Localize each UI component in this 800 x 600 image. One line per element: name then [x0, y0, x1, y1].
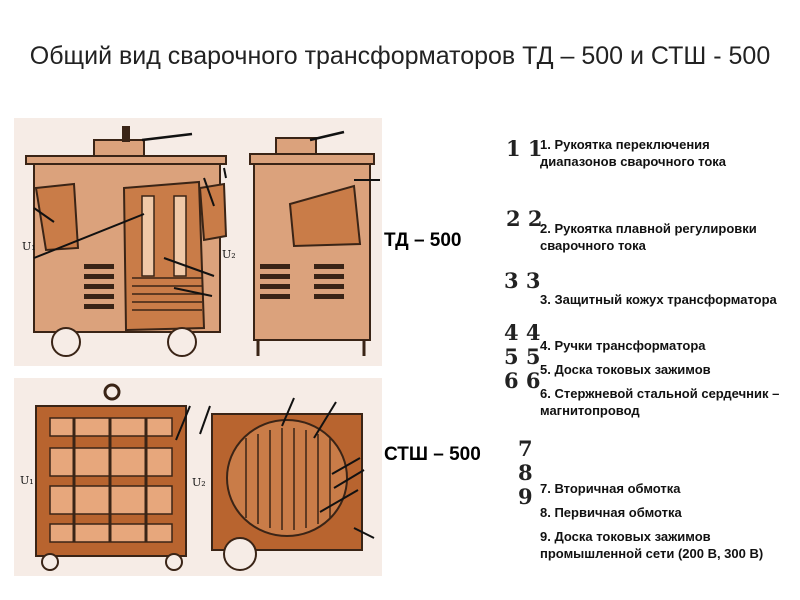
stsh-u1-label: U₁: [20, 474, 34, 487]
figure-number-6: 6 6: [504, 368, 541, 393]
legend-item-4: 4. Ручки трансформатора: [540, 337, 785, 354]
figure-number-4: 4 4: [504, 320, 541, 345]
figure-number-2: 2 2: [506, 206, 543, 231]
stsh500-label: СТШ – 500: [384, 444, 481, 466]
figure-number-7: 7: [518, 436, 533, 461]
td500-label: ТД – 500: [384, 230, 462, 252]
td500-drawing: U₁ U₂: [14, 118, 382, 366]
legend-item-9: 9. Доска токовых зажимов промышленной се…: [540, 528, 785, 562]
legend-item-1: 1. Рукоятка переключения диапазонов свар…: [540, 136, 785, 170]
figure-number-8: 8: [518, 460, 533, 485]
page-title: Общий вид сварочного трансформаторов ТД …: [20, 38, 780, 74]
legend-item-7: 7. Вторичная обмотка: [540, 480, 785, 497]
figure-number-5: 5 5: [504, 344, 541, 369]
legend-item-6: 6. Стержневой стальной сердечник – магни…: [540, 385, 785, 419]
figure-number-3: 3 3: [504, 268, 541, 293]
legend-item-3: 3. Защитный кожух трансформатора: [540, 291, 785, 308]
figure-number-9: 9: [518, 484, 533, 509]
stsh-u2-label: U₂: [192, 476, 206, 489]
legend-item-8: 8. Первичная обмотка: [540, 504, 785, 521]
td-u1-label: U₁: [22, 240, 36, 253]
td-u2-label: U₂: [222, 248, 236, 261]
figure-number-1: 1 1: [506, 136, 543, 161]
legend-item-5: 5. Доска токовых зажимов: [540, 361, 785, 378]
legend-item-2: 2. Рукоятка плавной регулировки сварочно…: [540, 220, 785, 254]
stsh500-drawing: U₁ U₂: [14, 378, 382, 576]
